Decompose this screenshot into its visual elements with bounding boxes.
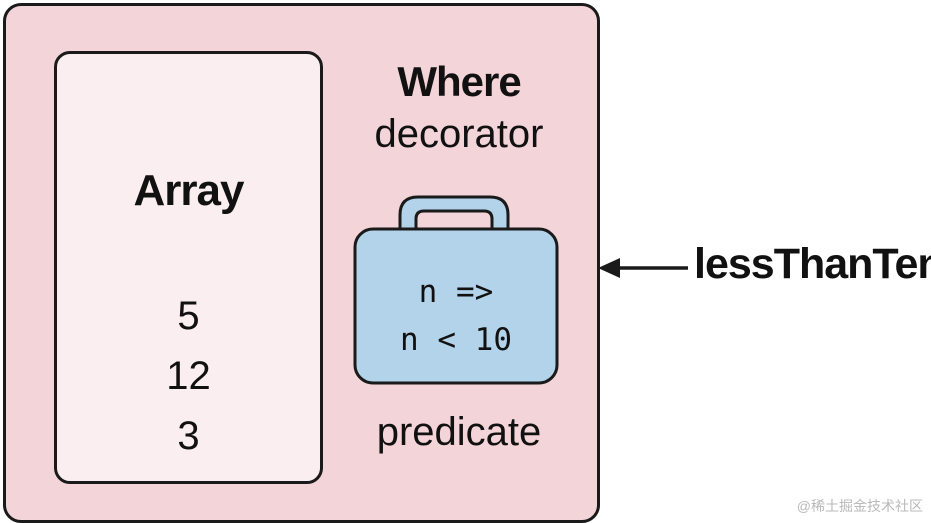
input-label: lessThanTen xyxy=(694,240,931,288)
array-box: Array 5 12 3 xyxy=(54,51,323,484)
lock-shackle xyxy=(398,195,510,231)
array-values: 5 12 3 xyxy=(57,286,320,466)
lock-body xyxy=(353,227,559,385)
code-line: n < 10 xyxy=(400,322,512,358)
code-line: n => xyxy=(418,274,494,310)
array-title: Array xyxy=(133,166,245,215)
array-value: 5 xyxy=(177,294,200,338)
watermark: @稀土掘金技术社区 xyxy=(796,498,923,514)
decorator-title: Where xyxy=(397,58,521,105)
decorator-subtitle: decorator xyxy=(374,112,544,156)
predicate-label: predicate xyxy=(376,410,542,454)
where-decorator-container: Array 5 12 3 Where decorator n => n < 10… xyxy=(3,3,600,523)
array-value: 3 xyxy=(177,414,200,458)
array-value: 12 xyxy=(166,354,211,398)
lock-icon xyxy=(353,195,559,385)
predicate-code: n => n < 10 xyxy=(355,268,557,364)
arrow-left-icon xyxy=(598,258,688,278)
